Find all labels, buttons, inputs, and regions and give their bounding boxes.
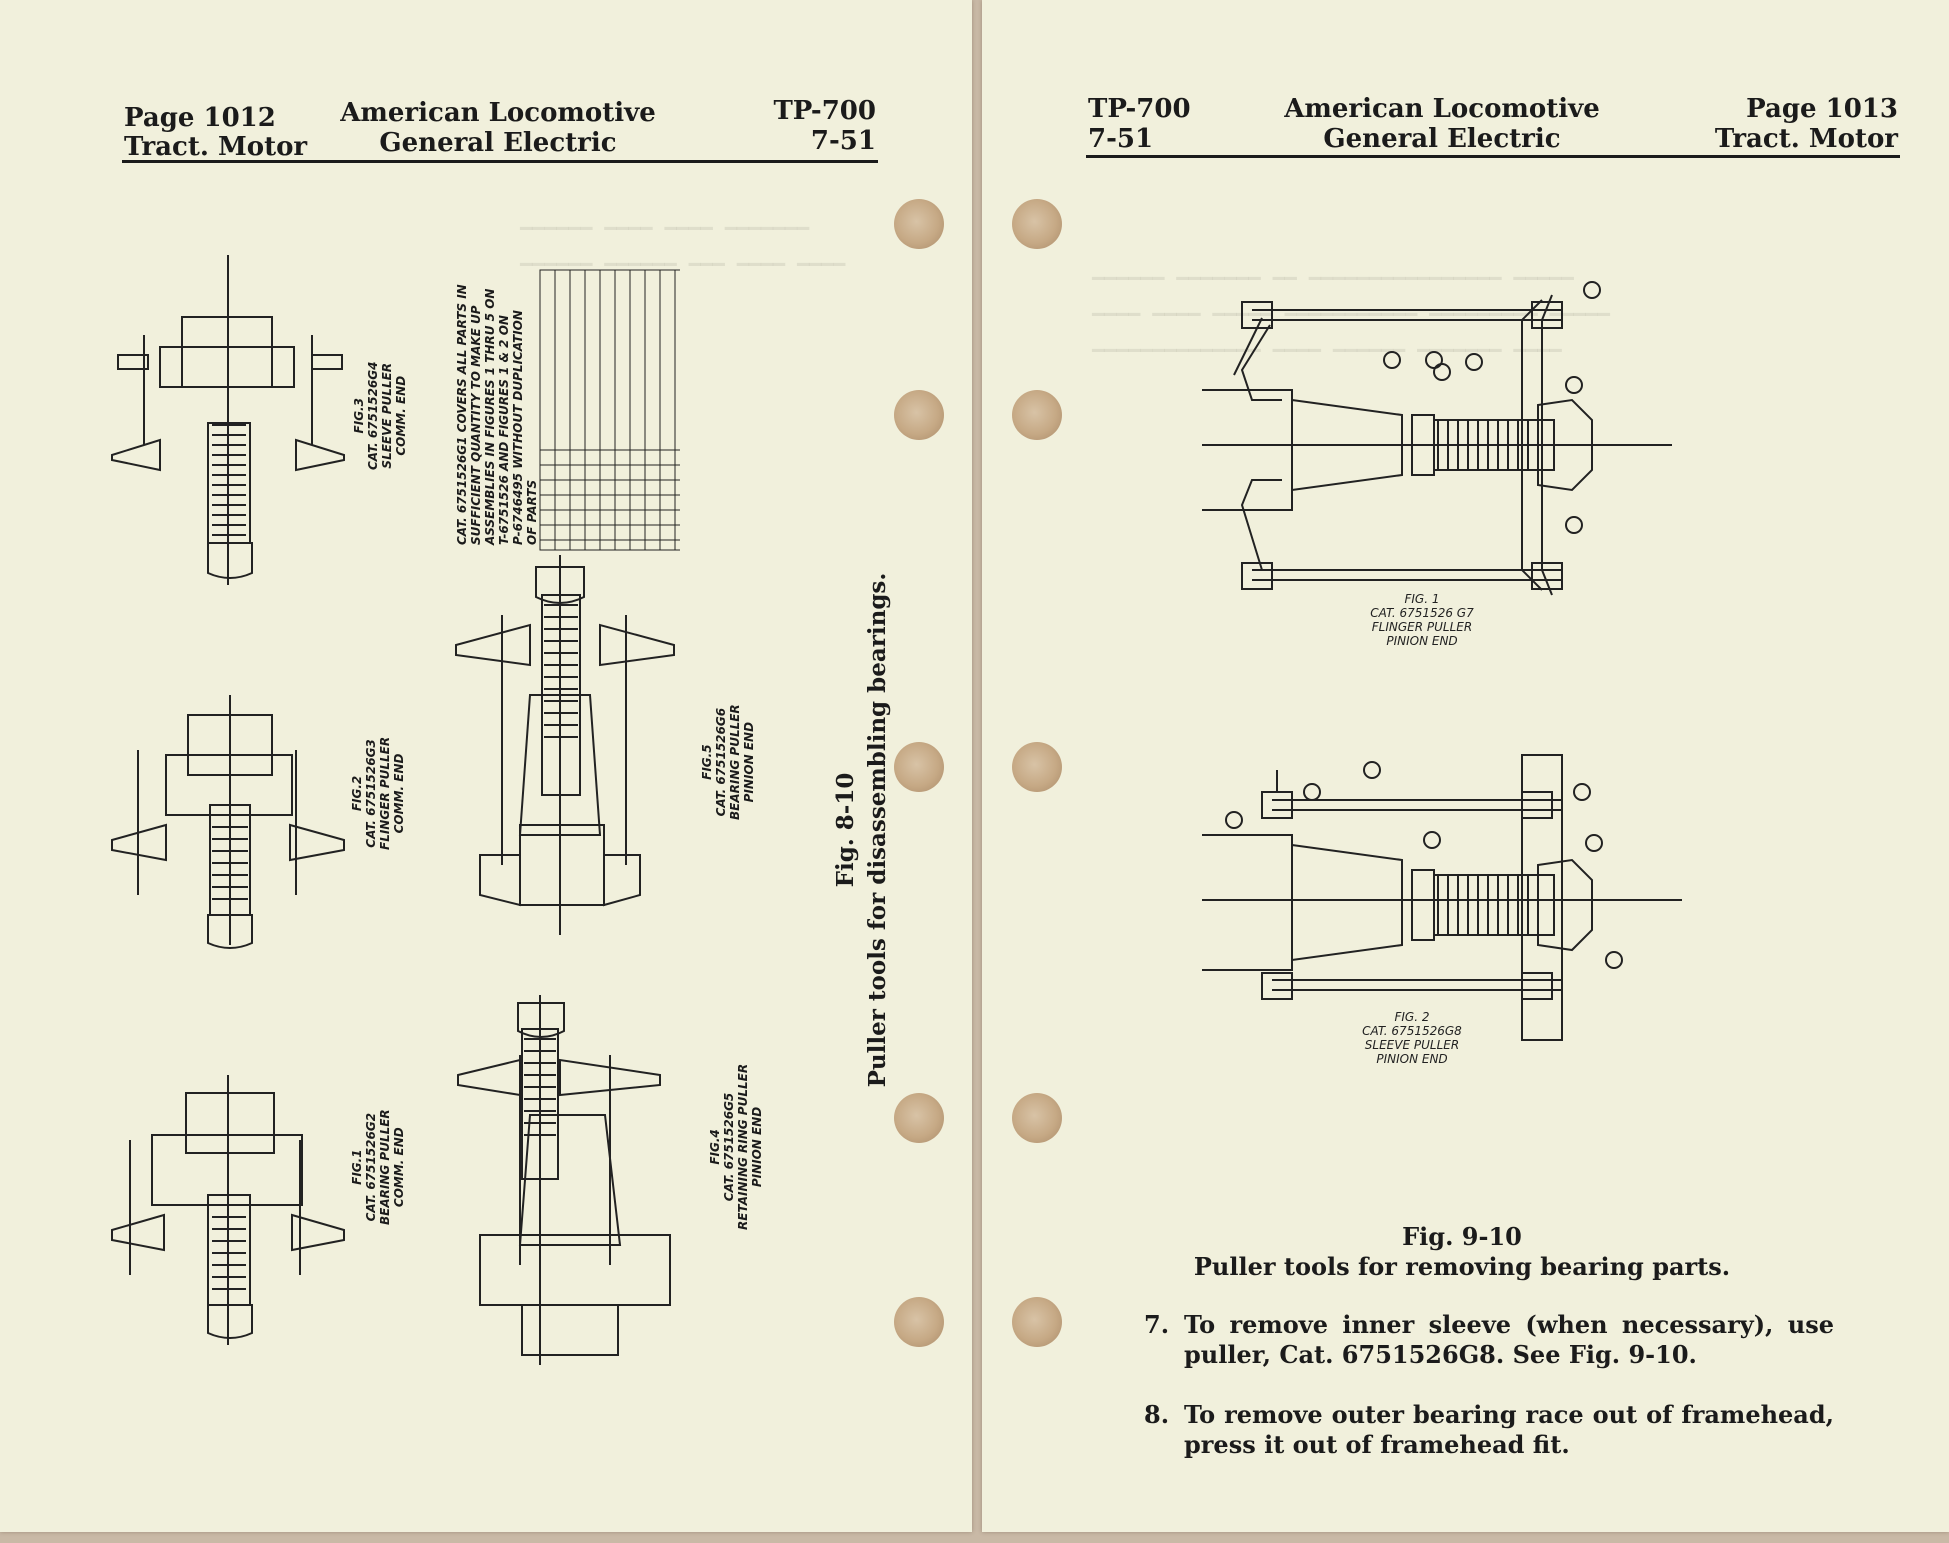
- fig4-cat: CAT. 6751526G5: [722, 1092, 736, 1202]
- fig1-name: BEARING PULLER: [378, 1109, 392, 1225]
- right-fig2-end: PINION END: [1376, 1052, 1448, 1066]
- left-page: ▁▁▁▁▁▁ ▁▁▁▁ ▁▁▁▁ ▁▁▁▁▁▁▁ ▁▁▁▁▁▁ ▁▁▁▁▁▁ ▁…: [0, 0, 972, 1532]
- binder-hole: [1012, 1093, 1062, 1143]
- right-page-label: Page 1013: [1746, 94, 1898, 124]
- binder-hole: [894, 1297, 944, 1347]
- right-page: TP-700 7-51 American Locomotive General …: [982, 0, 1949, 1532]
- step-7: 7. To remove inner sleeve (when necessar…: [1144, 1310, 1844, 1372]
- fig1-label: FIG.1: [350, 1149, 364, 1185]
- right-section: Tract. Motor: [1714, 124, 1898, 154]
- fig3-label: FIG.3: [352, 398, 366, 434]
- left-page-label: Page 1012: [124, 103, 276, 133]
- binder-hole: [894, 390, 944, 440]
- fig5-label: FIG.5: [700, 744, 714, 780]
- right-company-line2: General Electric: [1323, 124, 1561, 154]
- fig1-label-block: FIG.1 CAT. 6751526G2 BEARING PULLER COMM…: [350, 1109, 406, 1225]
- right-fig2-drawing: [1202, 754, 1682, 1041]
- cat-note-block: CAT. 6751526G1 COVERS ALL PARTS IN SUFFI…: [455, 284, 539, 545]
- fig2-cat: CAT. 6751526G3: [364, 739, 378, 848]
- cat-note-line: OF PARTS: [525, 479, 539, 545]
- binder-hole: [1012, 390, 1062, 440]
- left-company-line2: General Electric: [379, 128, 617, 158]
- step-number: 7.: [1144, 1310, 1170, 1339]
- fig5-name: BEARING PULLER: [728, 704, 742, 820]
- fig-8-10-caption: Fig. 8-10 Puller tools for disassembling…: [830, 560, 894, 1100]
- fig3-drawing: [111, 255, 345, 585]
- right-fig2-name: SLEEVE PULLER: [1364, 1038, 1460, 1052]
- fig2-label-block: FIG.2 CAT. 6751526G3 FLINGER PULLER COMM…: [350, 737, 406, 850]
- fig1-drawing: [111, 1075, 345, 1345]
- fig3-label-block: FIG.3 CAT. 6751526G4 SLEEVE PULLER COMM.…: [352, 362, 408, 470]
- right-fig2-cat: CAT. 6751526G8: [1362, 1024, 1462, 1038]
- left-header-rule: [122, 160, 878, 163]
- right-fig1-end: PINION END: [1386, 634, 1458, 648]
- puller-drawings-left: [111, 255, 680, 1365]
- fig-8-10-number: Fig. 8-10: [832, 772, 859, 888]
- fig1-cat: CAT. 6751526G2: [364, 1112, 378, 1222]
- fig-9-10-number: Fig. 9-10: [1402, 1222, 1522, 1251]
- fig4-end: PINION END: [750, 1106, 764, 1188]
- fig2-end: COMM. END: [392, 753, 406, 834]
- fig5-end: PINION END: [742, 721, 756, 803]
- right-fig2-label-block: FIG. 2 CAT. 6751526G8 SLEEVE PULLER PINI…: [1312, 1010, 1512, 1066]
- left-date: 7-51: [810, 126, 876, 156]
- right-header-rule: [1086, 155, 1900, 158]
- right-fig1-cat: CAT. 6751526 G7: [1370, 606, 1474, 620]
- cat-note-line: P-6746495 WITHOUT DUPLICATION: [511, 310, 525, 545]
- fig5-cat: CAT. 6751526G6: [714, 707, 728, 817]
- step-number: 8.: [1144, 1400, 1170, 1429]
- right-doc-number: TP-700: [1088, 94, 1191, 124]
- parts-list-table: [539, 269, 680, 551]
- binder-hole: [894, 199, 944, 249]
- fig3-name: SLEEVE PULLER: [380, 362, 394, 469]
- right-date: 7-51: [1088, 124, 1154, 154]
- right-company-line1: American Locomotive: [1284, 94, 1600, 124]
- fig2-drawing: [111, 695, 345, 949]
- fig1-end: COMM. END: [392, 1127, 406, 1208]
- puller-drawings-right: [1202, 281, 1682, 1041]
- right-fig1-label-block: FIG. 1 CAT. 6751526 G7 FLINGER PULLER PI…: [1322, 592, 1522, 648]
- fig5-drawing: [455, 555, 675, 935]
- fig2-name: FLINGER PULLER: [378, 736, 392, 850]
- right-fig2-label: FIG. 2: [1394, 1010, 1430, 1024]
- fig-9-10-caption: Fig. 9-10 Puller tools for removing bear…: [1132, 1222, 1792, 1282]
- right-fig1-drawing: [1202, 281, 1672, 596]
- left-doc-number: TP-700: [773, 96, 876, 126]
- fig2-label: FIG.2: [350, 775, 364, 812]
- left-company-line1: American Locomotive: [340, 98, 656, 128]
- right-fig1-name: FLINGER PULLER: [1371, 620, 1473, 634]
- cat-note-line: CAT. 6751526G1 COVERS ALL PARTS IN: [455, 284, 469, 545]
- fig4-label-block: FIG.4 CAT. 6751526G5 RETAINING RING PULL…: [708, 1064, 764, 1230]
- left-section: Tract. Motor: [124, 132, 308, 162]
- cat-note-line: ASSEMBLIES IN FIGURES 1 THRU 5 ON: [483, 288, 497, 545]
- fig4-label: FIG.4: [708, 1129, 722, 1165]
- binder-hole: [894, 742, 944, 792]
- fig4-name: RETAINING RING PULLER: [736, 1063, 750, 1230]
- fig3-cat: CAT. 6751526G4: [366, 361, 380, 470]
- binder-hole: [1012, 742, 1062, 792]
- fig4-drawing: [457, 995, 671, 1365]
- binder-hole: [1012, 1297, 1062, 1347]
- cat-note-line: T-6751526 AND FIGURES 1 & 2 ON: [497, 315, 511, 545]
- fig3-end: COMM. END: [394, 375, 408, 456]
- binder-hole: [1012, 199, 1062, 249]
- fig5-label-block: FIG.5 CAT. 6751526G6 BEARING PULLER PINI…: [700, 704, 756, 820]
- right-fig1-label: FIG. 1: [1404, 592, 1440, 606]
- bleed-through-text: ▁▁▁▁▁▁ ▁▁▁▁ ▁▁▁▁ ▁▁▁▁▁▁▁ ▁▁▁▁▁▁ ▁▁▁▁▁▁ ▁…: [520, 206, 846, 266]
- fig-9-10-title: Puller tools for removing bearing parts.: [1193, 1252, 1731, 1281]
- step-text: To remove inner sleeve (when necessary),…: [1184, 1310, 1834, 1369]
- fig-8-10-title: Puller tools for disassembling bearings.: [864, 572, 891, 1088]
- bleed-through-text: ▁▁▁▁▁▁ ▁▁▁▁▁▁▁ ▁▁ ▁▁▁▁▁▁▁▁▁▁▁▁▁▁▁▁ ▁▁▁▁▁…: [1092, 256, 1610, 352]
- binder-hole: [894, 1093, 944, 1143]
- cat-note-line: SUFFICIENT QUANTITY TO MAKE UP: [469, 305, 483, 545]
- step-8: 8. To remove outer bearing race out of f…: [1144, 1400, 1844, 1462]
- step-text: To remove outer bearing race out of fram…: [1184, 1400, 1834, 1459]
